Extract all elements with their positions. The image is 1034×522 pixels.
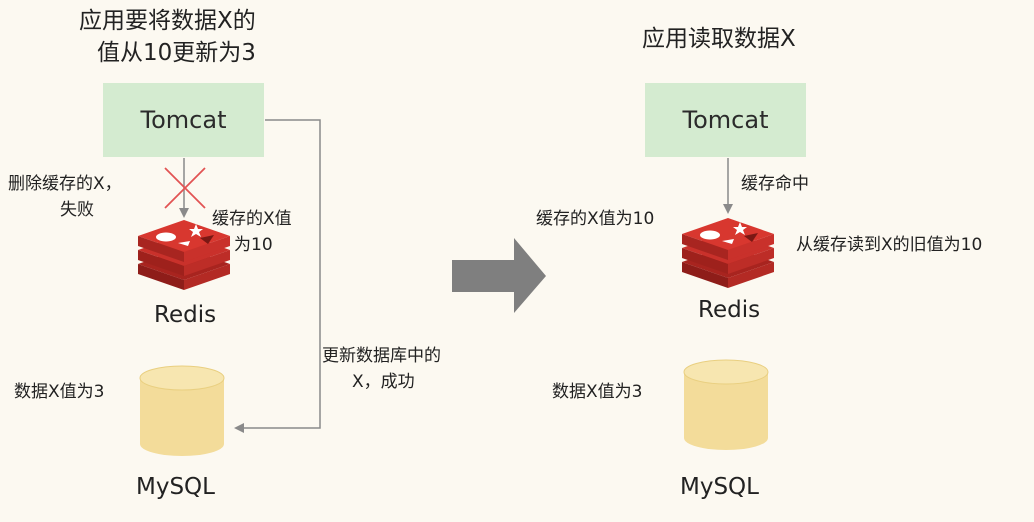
mysql-label-left: MySQL <box>136 474 215 500</box>
delete-failed-label-line2: 失败 <box>60 200 94 220</box>
delete-failed-label-line1: 删除缓存的X， <box>8 174 122 194</box>
transition-arrow-icon <box>452 238 546 313</box>
redis-logo-icon <box>682 218 774 288</box>
mysql-label-right: MySQL <box>680 474 759 500</box>
update-db-arrow <box>234 119 321 433</box>
redis-label-right: Redis <box>698 297 761 323</box>
tomcat-box-left: Tomcat <box>103 83 264 157</box>
update-db-label-line2: X，成功 <box>352 372 415 392</box>
tomcat-label: Tomcat <box>682 106 769 134</box>
update-db-label-line1: 更新数据库中的 <box>322 346 441 366</box>
db-value-label-left: 数据X值为3 <box>14 382 105 402</box>
tomcat-label: Tomcat <box>140 106 227 134</box>
mysql-cylinder-icon <box>683 359 769 451</box>
db-value-label-right: 数据X值为3 <box>552 382 643 402</box>
tomcat-box-right: Tomcat <box>645 83 806 157</box>
left-title-line2: 值从10更新为3 <box>97 40 256 66</box>
read-old-value-label: 从缓存读到X的旧值为10 <box>796 235 983 255</box>
cache-hit-label: 缓存命中 <box>741 174 809 194</box>
cache-value-label-line2: 为10 <box>234 235 273 255</box>
cache-value-label-line1: 缓存的X值 <box>212 209 292 229</box>
mysql-cylinder-icon <box>139 365 225 457</box>
cache-value-label-right: 缓存的X值为10 <box>536 209 655 229</box>
fail-cross-icon <box>164 167 206 209</box>
redis-label-left: Redis <box>154 302 217 328</box>
left-title-line1: 应用要将数据X的 <box>79 8 256 34</box>
right-title: 应用读取数据X <box>642 26 796 52</box>
